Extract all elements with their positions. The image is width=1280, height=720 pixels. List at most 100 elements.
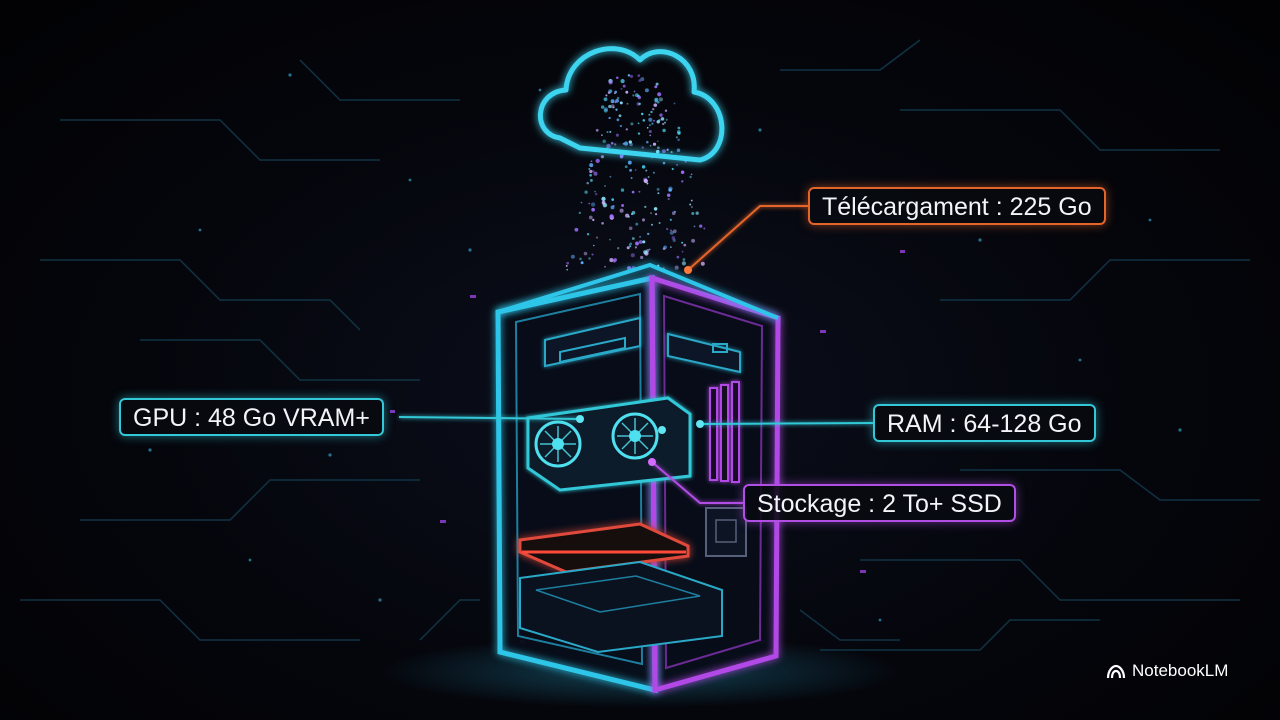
stream-particle	[579, 257, 582, 261]
stream-particle	[676, 255, 680, 259]
stream-particle	[588, 215, 593, 220]
stream-particle	[650, 212, 652, 215]
stream-particle	[641, 146, 644, 149]
stream-particle	[662, 161, 666, 165]
stream-particle	[690, 205, 693, 209]
stream-particle	[601, 222, 604, 225]
stream-particle	[593, 171, 598, 176]
stream-particle	[578, 211, 581, 215]
stream-particle	[640, 112, 644, 116]
stream-particle	[593, 244, 595, 247]
stream-particle	[590, 160, 593, 163]
stream-particle	[604, 185, 606, 187]
stream-particle	[588, 167, 591, 171]
stream-particle	[589, 178, 593, 182]
stream-particle	[629, 74, 634, 79]
stream-particle	[643, 178, 648, 184]
stream-particle	[595, 192, 598, 196]
stream-particle	[623, 141, 629, 146]
stream-particle	[629, 242, 633, 246]
stream-particle	[628, 226, 633, 231]
stream-particle	[608, 89, 613, 94]
stream-particle	[602, 203, 608, 208]
stream-particle	[630, 177, 633, 179]
stream-particle	[682, 258, 686, 261]
stream-particle	[657, 92, 662, 97]
stream-particle	[681, 250, 684, 253]
stream-particle	[620, 79, 625, 84]
stream-particle	[662, 149, 666, 154]
stream-particle	[676, 163, 679, 166]
stream-particle	[595, 236, 599, 239]
stream-particle	[615, 108, 618, 111]
stream-particle	[638, 190, 641, 193]
stream-particle	[695, 211, 699, 215]
stream-particle	[690, 173, 693, 176]
stream-particle	[668, 188, 672, 192]
stream-particle	[648, 113, 651, 116]
stream-particle	[619, 154, 624, 159]
stream-particle	[693, 225, 696, 228]
stream-particle	[601, 196, 606, 202]
stream-particle	[627, 215, 631, 218]
stream-particle	[610, 104, 615, 109]
stream-particle	[637, 95, 642, 100]
stream-particle	[630, 253, 635, 258]
computer-tower-icon	[495, 262, 781, 694]
stream-particle	[609, 258, 614, 263]
stream-particle	[638, 79, 642, 83]
stream-particle	[586, 181, 589, 185]
stream-particle	[606, 143, 611, 149]
stream-particle	[589, 169, 593, 174]
stream-particle	[683, 243, 687, 247]
stream-particle	[627, 160, 632, 165]
stream-particle	[619, 208, 624, 213]
stream-particle	[646, 182, 649, 185]
stream-particle	[669, 218, 672, 221]
stream-particle	[614, 92, 616, 95]
stream-particle	[621, 203, 625, 208]
stream-particle	[631, 237, 635, 240]
stream-particle	[674, 265, 679, 270]
notebooklm-logo-icon	[1106, 664, 1126, 679]
stream-particle	[667, 198, 670, 201]
stream-particle	[644, 205, 647, 209]
stream-particle	[651, 122, 654, 125]
stream-particle	[632, 94, 635, 97]
brand-watermark: NotebookLM	[1106, 660, 1228, 682]
stream-particle	[595, 158, 600, 164]
stream-particle	[658, 97, 663, 102]
stream-particle	[590, 202, 596, 207]
stream-particle	[700, 261, 705, 266]
stream-particle	[618, 114, 622, 118]
stream-particle	[652, 119, 656, 122]
stream-particle	[654, 99, 658, 103]
stream-particle	[608, 116, 611, 120]
stream-particle	[620, 87, 623, 90]
brand-name: NotebookLM	[1132, 661, 1229, 680]
stream-particle	[666, 148, 669, 151]
stream-particle	[691, 238, 696, 243]
stream-particle	[641, 218, 646, 222]
stream-particle	[608, 80, 613, 85]
stream-particle	[689, 203, 692, 206]
stream-particle	[566, 261, 570, 265]
stream-particle	[580, 201, 583, 204]
stream-particle	[625, 90, 629, 94]
stream-particle	[570, 254, 575, 259]
stream-particle	[646, 232, 650, 236]
stream-particle	[703, 227, 706, 230]
stream-particle	[629, 245, 632, 248]
stream-particle	[630, 122, 634, 126]
stream-particle	[657, 146, 660, 150]
stream-particle	[673, 210, 676, 213]
stream-particle	[566, 268, 569, 271]
stream-particle	[604, 265, 606, 268]
stream-particle	[633, 90, 636, 93]
stream-particle	[616, 96, 620, 100]
stream-particle	[588, 202, 591, 205]
stream-particle	[656, 140, 659, 143]
stream-particle	[616, 118, 620, 122]
